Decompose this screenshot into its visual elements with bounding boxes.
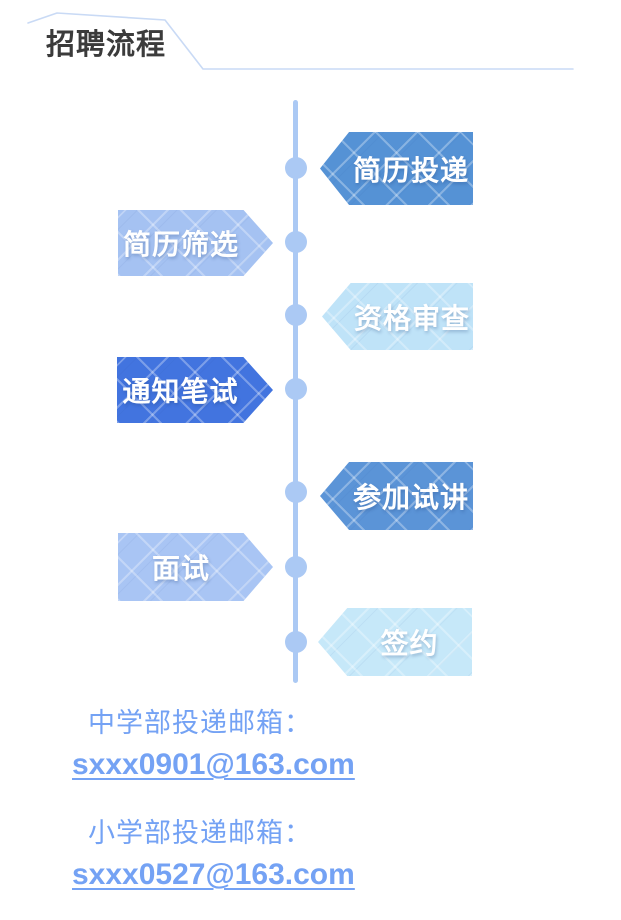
flow-step-written-test-notice: 通知笔试 — [117, 357, 273, 423]
timeline-dot — [285, 231, 307, 253]
timeline-dot — [285, 631, 307, 653]
flow-step-label: 面试 — [151, 553, 210, 584]
flow-step-interview: 面试 — [118, 533, 273, 601]
timeline-dot — [285, 378, 307, 400]
timeline-dot — [285, 481, 307, 503]
flow-step-signing: 签约 — [318, 608, 472, 676]
middle-school-email-link[interactable]: sxxx0901@163.com — [72, 748, 355, 781]
flow-step-label: 参加试讲 — [352, 482, 469, 513]
flow-step-trial-lecture: 参加试讲 — [320, 462, 473, 530]
flow-step-label: 通知笔试 — [122, 376, 239, 407]
middle-school-mailbox-label: 中学部投递邮箱： — [88, 708, 312, 738]
timeline-dot — [285, 556, 307, 578]
timeline-dot — [285, 304, 307, 326]
header-tab-line — [27, 12, 574, 70]
flow-step-label: 简历投递 — [352, 154, 469, 186]
flow-step-resume-screening: 简历筛选 — [118, 210, 273, 276]
flow-step-resume-submit: 简历投递 — [320, 132, 473, 205]
primary-school-mailbox-label: 小学部投递邮箱： — [88, 818, 312, 848]
page-title: 招聘流程 — [46, 29, 167, 61]
flow-step-qualification-review: 资格审查 — [322, 283, 473, 350]
timeline-dot — [285, 157, 307, 179]
flow-step-label: 签约 — [380, 628, 439, 659]
primary-school-email-link[interactable]: sxxx0527@163.com — [72, 858, 355, 891]
flow-step-label: 简历筛选 — [122, 229, 239, 260]
flow-step-label: 资格审查 — [353, 302, 470, 334]
